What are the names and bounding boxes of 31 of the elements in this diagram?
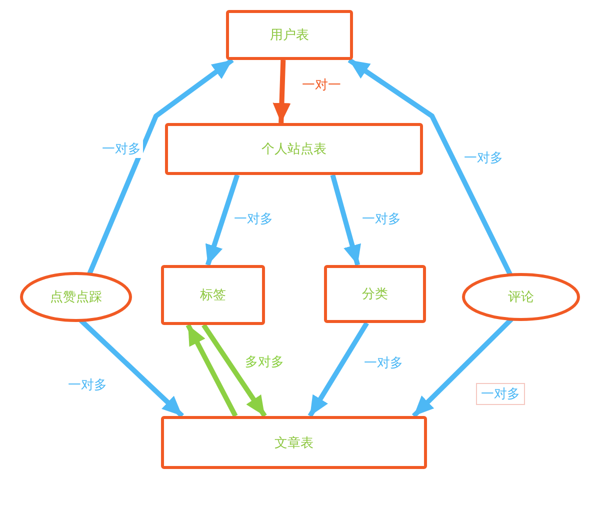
edge-label: 一对多 [66, 376, 109, 394]
edge-label: 一对多 [100, 140, 143, 158]
table-box [226, 10, 353, 60]
arrow [272, 60, 291, 124]
table-box [165, 123, 423, 175]
node-label: 用户表 [270, 27, 309, 44]
edge-label: 一对多 [232, 210, 275, 228]
node-label: 点赞点踩 [50, 289, 102, 306]
arrow [202, 324, 267, 418]
arrow [330, 174, 361, 266]
entity-ellipse [462, 273, 580, 321]
entity-ellipse [20, 272, 132, 322]
edge-label: 一对多 [362, 354, 405, 372]
table-box [324, 265, 426, 323]
edge-label: 多对多 [243, 353, 286, 371]
edge-label: 一对多 [360, 210, 403, 228]
arrow [87, 58, 234, 275]
arrow [308, 322, 369, 418]
node-label: 分类 [362, 286, 388, 303]
node-label: 个人站点表 [262, 141, 326, 158]
node-label: 文章表 [274, 434, 314, 452]
node-label: 标签 [200, 287, 226, 304]
table-box [161, 416, 427, 469]
node-label: 评论 [508, 289, 534, 306]
arrow [348, 58, 513, 276]
edge-label: 一对一 [300, 76, 343, 94]
arrow [205, 174, 240, 266]
edge-label: 一对多 [476, 383, 525, 405]
edge-label: 一对多 [462, 149, 505, 167]
table-box [161, 265, 265, 325]
arrow [186, 324, 238, 418]
